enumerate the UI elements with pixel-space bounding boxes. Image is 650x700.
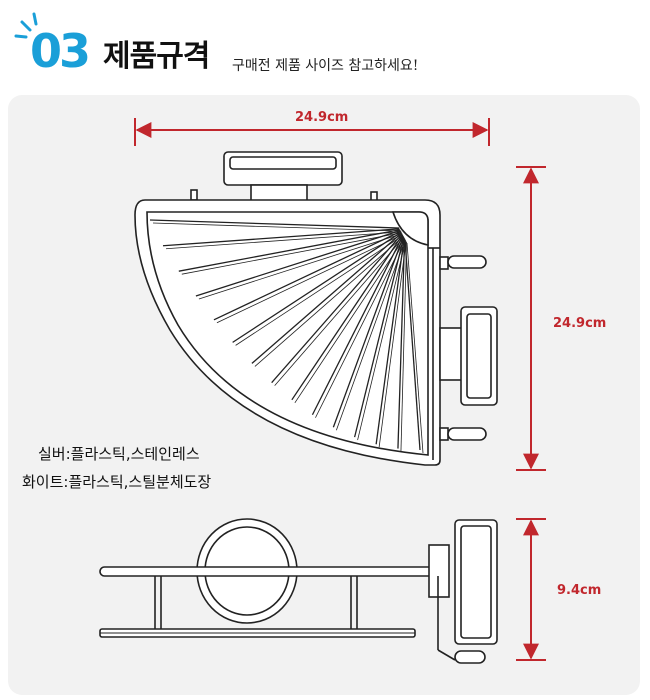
basket-rod bbox=[375, 238, 405, 445]
basket-rod bbox=[404, 239, 421, 451]
basket-rod-shadow bbox=[165, 231, 402, 250]
section-title: 제품규격 bbox=[103, 39, 210, 74]
material-silver: 실버:플라스틱,스테인레스 bbox=[38, 445, 200, 463]
depth-dimension-label: 24.9cm bbox=[553, 316, 607, 331]
basket-rod bbox=[397, 239, 406, 449]
depth-dimension-line bbox=[516, 166, 546, 471]
basket-rod bbox=[232, 231, 402, 343]
basket-rod bbox=[291, 234, 403, 401]
section-subtitle: 구매전 제품 사이즈 참고하세요! bbox=[232, 58, 419, 74]
basket-rod bbox=[311, 235, 404, 416]
width-dimension-label: 24.9cm bbox=[295, 110, 349, 125]
basket-rod bbox=[149, 219, 400, 229]
basket-rod bbox=[353, 237, 405, 438]
basket-rod bbox=[271, 233, 403, 384]
section-header: 03 제품규격 구매전 제품 사이즈 참고하세요! bbox=[0, 0, 650, 90]
section-number: 03 bbox=[30, 24, 91, 78]
sparkle-icon bbox=[14, 12, 38, 39]
basket-rod-shadow bbox=[198, 233, 403, 300]
basket-rod bbox=[178, 229, 400, 272]
basket-rod-shadow bbox=[400, 242, 407, 452]
material-white: 화이트:플라스틱,스틸분체도장 bbox=[22, 473, 212, 491]
basket-rod-shadow bbox=[254, 235, 404, 367]
width-dimension-line bbox=[134, 118, 490, 146]
basket-rod-shadow bbox=[152, 222, 402, 232]
basket-rod bbox=[332, 236, 404, 428]
basket-rod-shadow bbox=[235, 234, 404, 346]
basket-rod-shadow bbox=[315, 238, 406, 418]
side-view-drawing bbox=[99, 518, 498, 664]
basket-rod-shadow bbox=[378, 241, 407, 448]
basket-rod bbox=[251, 232, 402, 364]
height-dimension-label: 9.4cm bbox=[557, 583, 602, 598]
basket-rod-shadow bbox=[335, 239, 406, 431]
height-dimension-line bbox=[516, 518, 546, 661]
basket-rod-shadow bbox=[294, 237, 405, 404]
basket-rod bbox=[213, 230, 401, 321]
basket-rod-shadow bbox=[216, 234, 403, 324]
top-view-drawing bbox=[134, 151, 498, 466]
basket-rod-shadow bbox=[274, 236, 405, 386]
basket-rod bbox=[195, 229, 401, 297]
basket-rod-shadow bbox=[357, 240, 407, 441]
basket-rod-shadow bbox=[406, 242, 424, 454]
basket-rod bbox=[162, 228, 400, 247]
basket-rod-shadow bbox=[181, 232, 402, 275]
